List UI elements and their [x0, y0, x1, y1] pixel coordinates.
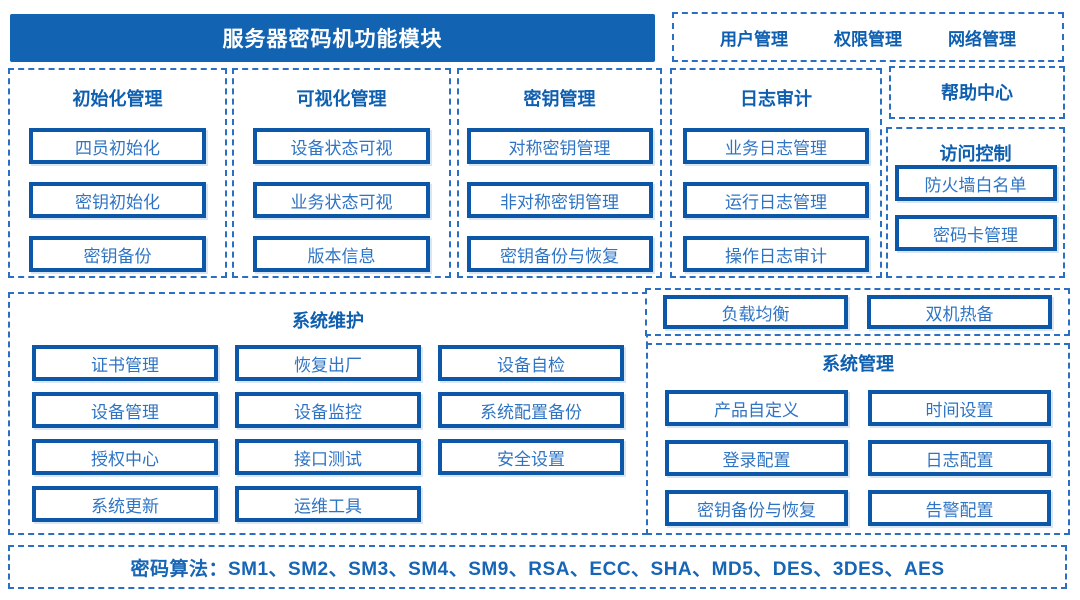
section-title: 可视化管理: [296, 89, 387, 109]
module-item: 证书管理: [32, 345, 218, 381]
module-item: 密钥备份: [29, 236, 206, 272]
module-item: 对称密钥管理: [466, 128, 653, 164]
module-item: 负载均衡: [663, 295, 848, 329]
module-item: 非对称密钥管理: [466, 182, 653, 218]
section-title: 系统管理: [822, 354, 894, 374]
module-item: 密钥备份与恢复: [665, 490, 848, 526]
module-item: 安全设置: [438, 439, 624, 475]
section-system-management: 系统管理 产品自定义 时间设置 登录配置 日志配置 密钥备份与恢复 告警配置: [646, 343, 1070, 535]
menu-item-network-management: 网络管理: [948, 29, 1016, 49]
module-item: 设备状态可视: [253, 128, 430, 164]
system-management-grid: 产品自定义 时间设置 登录配置 日志配置 密钥备份与恢复 告警配置: [665, 390, 1051, 526]
module-item: 版本信息: [253, 236, 430, 272]
module-item: 密钥备份与恢复: [466, 236, 653, 272]
module-item: 产品自定义: [665, 390, 848, 426]
algorithms-list: SM1、SM2、SM3、SM4、SM9、RSA、ECC、SHA、MD5、DES、…: [227, 558, 945, 580]
section-help-center: 帮助中心: [889, 66, 1065, 119]
section-initialization-management: 初始化管理 四员初始化 密钥初始化 密钥备份: [8, 68, 227, 278]
module-item: 设备自检: [438, 345, 624, 381]
menu-item-user-management: 用户管理: [720, 29, 788, 49]
maintenance-grid: 证书管理 恢复出厂 设备自检 设备管理 设备监控 系统配置备份 授权中心 接口测…: [32, 345, 624, 522]
module-item: 登录配置: [665, 440, 848, 476]
header-title-bar: 服务器密码机功能模块: [10, 14, 655, 62]
section-log-audit: 日志审计 业务日志管理 运行日志管理 操作日志审计: [670, 68, 882, 278]
module-item: 系统更新: [32, 486, 218, 522]
module-item: 时间设置: [868, 390, 1051, 426]
module-item: 运行日志管理: [683, 182, 869, 218]
top-menu-box: 用户管理 权限管理 网络管理: [672, 12, 1064, 62]
module-item: 设备监控: [235, 392, 421, 428]
module-item: 密码卡管理: [894, 215, 1057, 251]
menu-item-permission-management: 权限管理: [834, 29, 902, 49]
module-item: 密钥初始化: [29, 182, 206, 218]
section-key-management: 密钥管理 对称密钥管理 非对称密钥管理 密钥备份与恢复: [457, 68, 662, 278]
module-item: 业务状态可视: [253, 182, 430, 218]
module-item: 恢复出厂: [235, 345, 421, 381]
module-item: 防火墙白名单: [894, 165, 1057, 201]
module-item: 运维工具: [235, 486, 421, 522]
section-title: 访问控制: [939, 144, 1012, 164]
module-item: 四员初始化: [29, 128, 206, 164]
section-title: 密钥管理: [523, 89, 596, 109]
algorithms-label: 密码算法：: [130, 558, 228, 580]
module-item: 操作日志审计: [683, 236, 869, 272]
module-item: 业务日志管理: [683, 128, 869, 164]
module-item: 双机热备: [867, 295, 1052, 329]
section-high-availability: 负载均衡 双机热备: [645, 288, 1070, 336]
section-title: 系统维护: [292, 311, 364, 331]
section-visualization-management: 可视化管理 设备状态可视 业务状态可视 版本信息: [232, 68, 451, 278]
section-access-control: 访问控制 防火墙白名单 密码卡管理: [886, 127, 1065, 278]
module-item: 设备管理: [32, 392, 218, 428]
module-item: 告警配置: [868, 490, 1051, 526]
module-item: 接口测试: [235, 439, 421, 475]
section-title: 日志审计: [740, 89, 812, 109]
module-item: 系统配置备份: [438, 392, 624, 428]
section-title: 初始化管理: [72, 89, 163, 109]
module-item: 日志配置: [868, 440, 1051, 476]
algorithms-footer: 密码算法： SM1、SM2、SM3、SM4、SM9、RSA、ECC、SHA、MD…: [8, 545, 1067, 589]
section-system-maintenance: 系统维护 证书管理 恢复出厂 设备自检 设备管理 设备监控 系统配置备份 授权中…: [8, 292, 648, 535]
module-item: 授权中心: [32, 439, 218, 475]
section-title: 帮助中心: [941, 82, 1013, 103]
